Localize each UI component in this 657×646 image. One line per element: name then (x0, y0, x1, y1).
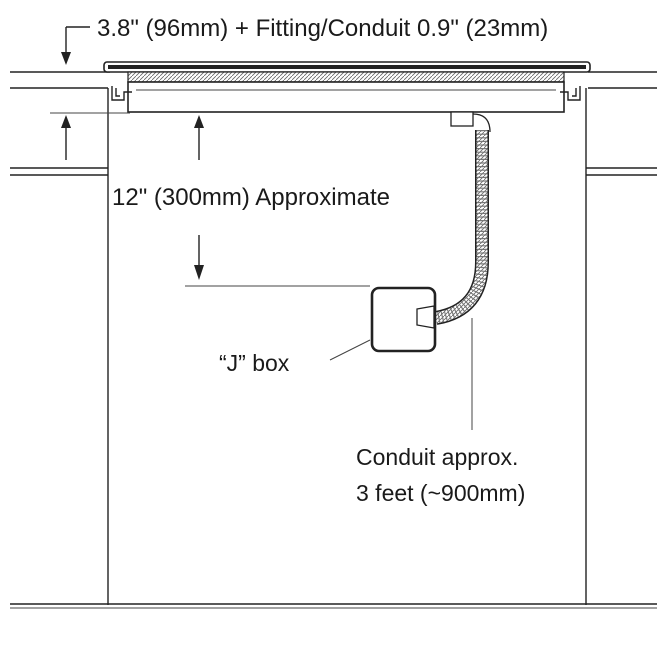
conduit (434, 130, 489, 325)
cooktop (103, 61, 591, 113)
junction-box (370, 286, 437, 353)
cabinet (10, 88, 657, 609)
jbox-distance-dimension (50, 112, 370, 287)
jbox-leader-line (329, 339, 371, 361)
conduit-label-line2: 3 feet (~900mm) (356, 480, 525, 506)
cooktop-height-dimension (61, 26, 90, 65)
jbox-distance-label: 12" (300mm) Approximate (112, 184, 390, 211)
cabinet-shelf (10, 167, 657, 176)
conduit-fitting (450, 111, 491, 133)
cooktop-height-label: 3.8" (96mm) + Fitting/Conduit 0.9" (23mm… (97, 15, 548, 42)
jbox-label: “J” box (219, 350, 290, 376)
conduit-label-line1: Conduit approx. (356, 444, 518, 470)
countertop (10, 71, 657, 89)
